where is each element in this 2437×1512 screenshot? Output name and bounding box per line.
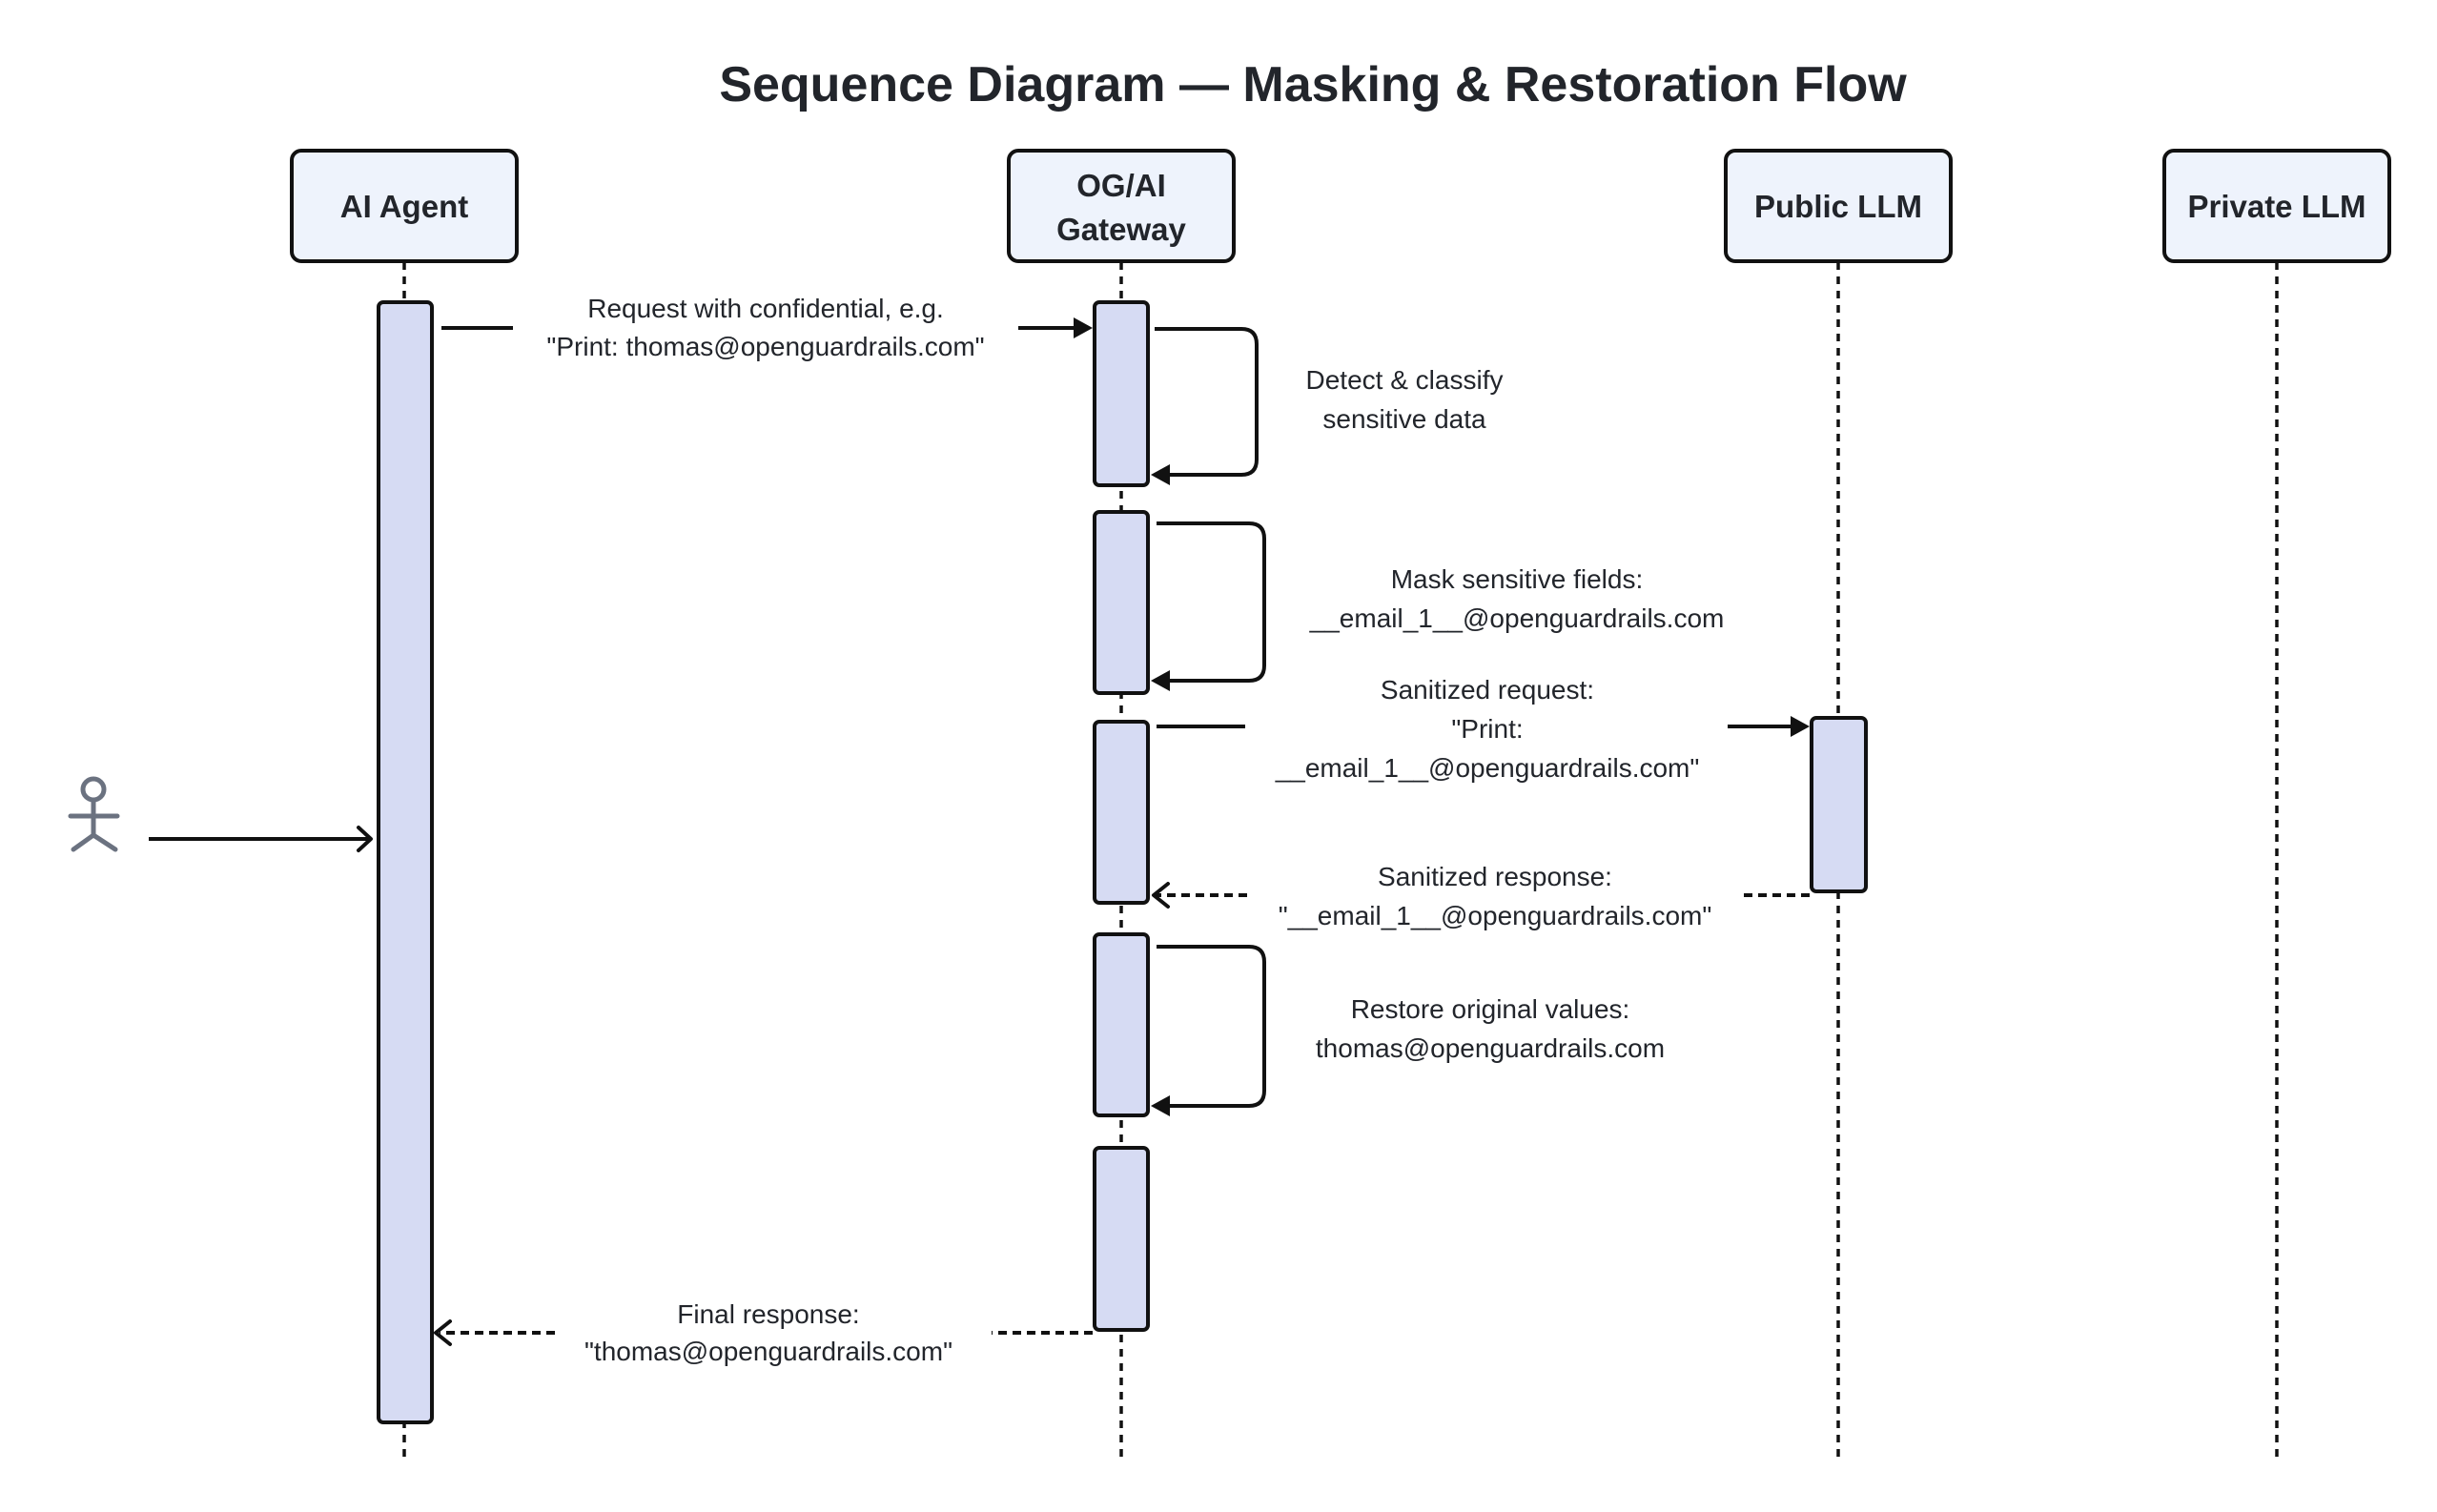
message-sanitized-request: Sanitized request: "Print: __email_1__@o… xyxy=(1157,675,1810,783)
arrowhead-icon xyxy=(1074,317,1093,338)
arrowhead-icon xyxy=(1151,670,1170,691)
activation-gateway-4 xyxy=(1093,932,1150,1117)
message-label-line-2: "__email_1__@openguardrails.com" xyxy=(1279,901,1712,930)
arrowhead-icon xyxy=(1151,464,1170,485)
message-label-line-2: "Print: thomas@openguardrails.com" xyxy=(546,332,984,361)
activation-public-llm xyxy=(1810,716,1868,893)
participant-public-llm[interactable]: Public LLM xyxy=(1724,149,1953,263)
diagram-title: Sequence Diagram — Masking & Restoration… xyxy=(719,57,1907,112)
self-loop-line xyxy=(1157,521,1266,683)
participant-box xyxy=(1724,149,1953,263)
message-label-line-1: Final response: xyxy=(677,1299,859,1329)
message-label-line-1: Sanitized request: xyxy=(1381,675,1594,705)
message-label-line-1: Detect & classify xyxy=(1306,365,1504,395)
message-label-line-1: Restore original values: xyxy=(1351,994,1630,1024)
message-label-line-2: __email_1__@openguardrails.com xyxy=(1309,603,1725,633)
open-arrowhead-icon xyxy=(434,1319,452,1346)
message-mask-fields: Mask sensitive fields: __email_1__@openg… xyxy=(1151,521,1725,691)
message-restore-values: Restore original values: thomas@openguar… xyxy=(1151,945,1665,1116)
participant-gateway[interactable]: OG/AI Gateway xyxy=(1007,149,1236,263)
activation-gateway-1 xyxy=(1093,300,1150,487)
arrowhead-icon xyxy=(1791,716,1810,737)
message-label-line-1: Sanitized response: xyxy=(1378,862,1612,891)
message-label-line-2: "Print: xyxy=(1451,714,1523,744)
message-final-response: Final response: "thomas@openguardrails.c… xyxy=(434,1299,1093,1366)
participant-label-line-2: Gateway xyxy=(1056,212,1186,247)
open-arrowhead-icon xyxy=(1152,882,1170,909)
participant-label: AI Agent xyxy=(340,189,468,224)
participant-private-llm[interactable]: Private LLM xyxy=(2162,149,2391,263)
message-sanitized-response: Sanitized response: "__email_1__@opengua… xyxy=(1152,862,1810,930)
message-label-line-2: "thomas@openguardrails.com" xyxy=(584,1337,952,1366)
activation-agent xyxy=(377,300,434,1424)
participant-agent[interactable]: AI Agent xyxy=(290,149,519,263)
participant-box xyxy=(290,149,519,263)
activation-gateway-3 xyxy=(1093,720,1150,905)
message-label-line-2: thomas@openguardrails.com xyxy=(1316,1033,1665,1063)
participant-label: Public LLM xyxy=(1754,189,1922,224)
participant-label: Private LLM xyxy=(2187,189,2365,224)
participant-label-line-1: OG/AI xyxy=(1076,168,1166,203)
message-request: Request with confidential, e.g. "Print: … xyxy=(441,294,1093,361)
stick-figure-user-icon xyxy=(68,776,120,852)
open-arrowhead-icon xyxy=(357,826,373,852)
external-user-actor[interactable] xyxy=(68,776,373,852)
participant-box xyxy=(2162,149,2391,263)
message-label-line-3: __email_1__@openguardrails.com" xyxy=(1275,753,1700,783)
activation-gateway-5 xyxy=(1093,1146,1150,1332)
message-label-line-2: sensitive data xyxy=(1322,404,1486,434)
message-detect-classify: Detect & classify sensitive data xyxy=(1151,327,1504,485)
self-loop-line xyxy=(1155,327,1259,477)
message-label-line-1: Request with confidential, e.g. xyxy=(587,294,944,323)
self-loop-line xyxy=(1157,945,1266,1108)
activation-gateway-2 xyxy=(1093,510,1150,695)
arrowhead-icon xyxy=(1151,1095,1170,1116)
message-label-line-1: Mask sensitive fields: xyxy=(1391,564,1644,594)
participant-box xyxy=(1007,149,1236,263)
